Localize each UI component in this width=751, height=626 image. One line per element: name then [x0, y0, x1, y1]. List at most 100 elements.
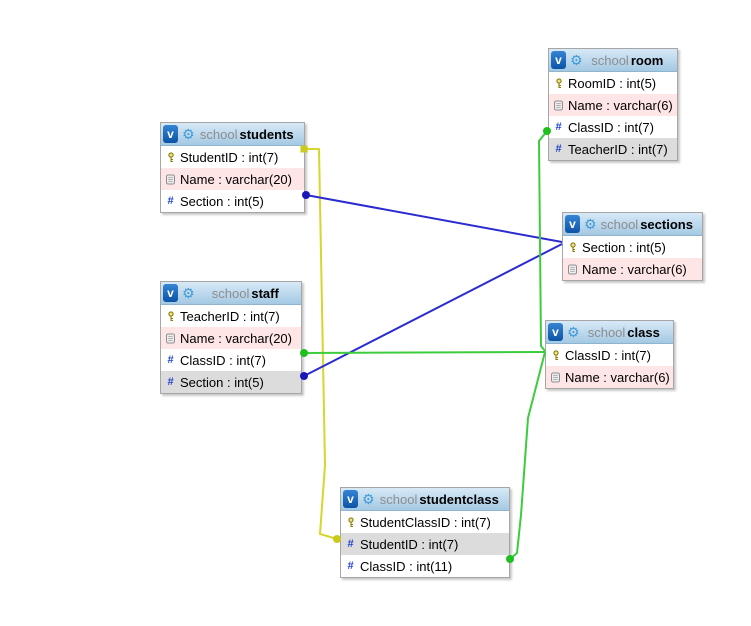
relation-line-students-studentclass[interactable] — [304, 148, 338, 540]
primary-key-icon — [553, 77, 564, 89]
primary-key-icon — [165, 151, 176, 163]
numeric-column-icon: # — [167, 376, 174, 388]
field-row-studentclass-classid[interactable]: # ClassID : int(11) — [341, 555, 509, 577]
view-badge-icon: v — [551, 51, 566, 69]
schema-name: school — [591, 52, 629, 68]
schema-name: school — [199, 126, 238, 142]
view-badge-icon: v — [343, 490, 358, 508]
table-name: class — [627, 324, 660, 340]
relation-line-students-sections[interactable] — [305, 194, 563, 243]
field-label: StudentID : int(7) — [180, 149, 279, 165]
field-row-studentclass-studentclassid[interactable]: StudentClassID : int(7) — [341, 511, 509, 533]
field-row-sections-name[interactable]: Name : varchar(6) — [563, 258, 702, 280]
numeric-column-icon: # — [347, 560, 354, 572]
text-column-icon — [567, 264, 578, 275]
field-label: Name : varchar(6) — [582, 261, 687, 277]
gear-icon[interactable]: ⚙ — [567, 324, 580, 340]
field-label: RoomID : int(5) — [568, 75, 657, 91]
relation-line-staff-sections[interactable] — [303, 243, 563, 377]
schema-name: school — [379, 491, 418, 507]
table-name: studentclass — [419, 491, 499, 507]
numeric-column-icon: # — [555, 143, 562, 155]
field-rows: StudentID : int(7) Name : varchar(20) # Sec… — [161, 146, 304, 212]
field-rows: ClassID : int(7) Name : varchar(6) — [546, 344, 673, 388]
numeric-column-icon: # — [347, 538, 354, 550]
field-label: ClassID : int(7) — [180, 352, 266, 368]
field-label: ClassID : int(11) — [360, 558, 453, 574]
field-label: Name : varchar(6) — [568, 97, 673, 113]
primary-key-icon — [165, 310, 176, 322]
view-badge-icon: v — [163, 284, 178, 302]
field-row-room-classid[interactable]: # ClassID : int(7) — [549, 116, 677, 138]
numeric-column-icon: # — [555, 121, 562, 133]
view-badge-icon: v — [565, 215, 580, 233]
field-label: Name : varchar(6) — [565, 369, 670, 385]
text-column-icon — [165, 333, 176, 344]
field-row-sections-section[interactable]: Section : int(5) — [563, 236, 702, 258]
field-label: TeacherID : int(7) — [568, 141, 668, 157]
field-row-room-teacherid[interactable]: # TeacherID : int(7) — [549, 138, 677, 160]
gear-icon[interactable]: ⚙ — [182, 126, 195, 142]
view-badge-icon: v — [548, 323, 563, 341]
table-name: sections — [640, 216, 693, 232]
field-row-class-name[interactable]: Name : varchar(6) — [546, 366, 673, 388]
field-label: StudentID : int(7) — [360, 536, 459, 552]
relation-line-room-class[interactable] — [538, 130, 548, 352]
field-label: ClassID : int(7) — [565, 347, 651, 363]
field-row-class-classid[interactable]: ClassID : int(7) — [546, 344, 673, 366]
field-row-staff-name[interactable]: Name : varchar(20) — [161, 327, 301, 349]
field-rows: TeacherID : int(7) Name : varchar(20) # Cla… — [161, 305, 301, 393]
field-row-staff-teacherid[interactable]: TeacherID : int(7) — [161, 305, 301, 327]
field-label: TeacherID : int(7) — [180, 308, 280, 324]
numeric-column-icon: # — [167, 354, 174, 366]
primary-key-icon — [550, 349, 561, 361]
relation-line-staff-class[interactable] — [303, 351, 546, 354]
field-row-students-studentid[interactable]: StudentID : int(7) — [161, 146, 304, 168]
gear-icon[interactable]: ⚙ — [584, 216, 597, 232]
schema-name: school — [211, 285, 250, 301]
gear-icon[interactable]: ⚙ — [182, 285, 195, 301]
numeric-column-icon: # — [167, 195, 174, 207]
field-rows: Section : int(5) Name : varchar(6) — [563, 236, 702, 280]
field-label: Section : int(5) — [180, 374, 264, 390]
text-column-icon — [550, 372, 561, 383]
field-row-room-name[interactable]: Name : varchar(6) — [549, 94, 677, 116]
table-name: room — [630, 52, 664, 68]
table-name: staff — [251, 285, 279, 301]
gear-icon[interactable]: ⚙ — [362, 491, 375, 507]
field-row-students-name[interactable]: Name : varchar(20) — [161, 168, 304, 190]
primary-key-icon — [345, 516, 356, 528]
gear-icon[interactable]: ⚙ — [570, 52, 583, 68]
field-row-room-roomid[interactable]: RoomID : int(5) — [549, 72, 677, 94]
field-row-staff-classid[interactable]: # ClassID : int(7) — [161, 349, 301, 371]
field-label: Name : varchar(20) — [180, 330, 292, 346]
field-row-studentclass-studentid[interactable]: # StudentID : int(7) — [341, 533, 509, 555]
table-name: students — [239, 126, 294, 142]
field-label: ClassID : int(7) — [568, 119, 654, 135]
primary-key-icon — [567, 241, 578, 253]
field-rows: StudentClassID : int(7) # StudentID : int(… — [341, 511, 509, 577]
field-label: StudentClassID : int(7) — [360, 514, 491, 530]
field-row-students-section[interactable]: # Section : int(5) — [161, 190, 304, 212]
relation-line-studentclass-class[interactable] — [509, 351, 546, 560]
field-label: Section : int(5) — [180, 193, 264, 209]
field-row-staff-section[interactable]: # Section : int(5) — [161, 371, 301, 393]
